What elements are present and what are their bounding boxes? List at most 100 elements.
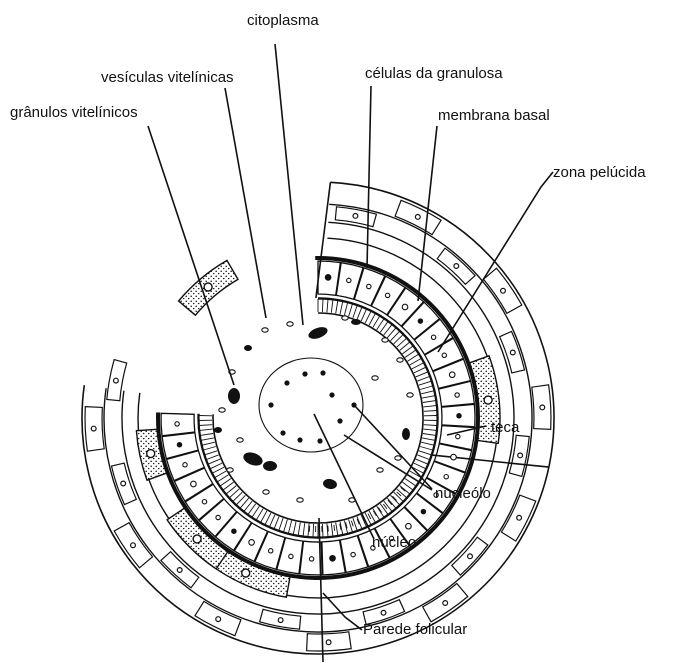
stippled-cell-nucleus	[242, 569, 250, 577]
theca-cell-nucleus	[415, 215, 420, 220]
label-teca: teca	[491, 419, 520, 436]
granulosa-nucleus	[456, 434, 460, 438]
granulosa-nucleus	[347, 278, 351, 282]
yolk-vesicle	[372, 376, 378, 380]
theca-cell-nucleus	[517, 515, 522, 520]
zona-hatch	[423, 429, 436, 430]
theca-cell-nucleus	[114, 378, 119, 383]
zona-hatch	[373, 316, 380, 327]
yolk-granule	[402, 428, 410, 440]
yolk-vesicle	[219, 408, 225, 412]
label-granulos-vitelinicos: grânulos vitelínicos	[10, 104, 138, 121]
yolk-vesicle	[382, 338, 388, 342]
zona-hatch	[357, 517, 362, 529]
yolk-granule	[242, 450, 265, 468]
nucleolus	[284, 380, 289, 385]
yolk-vesicle	[407, 393, 413, 397]
nucleolus	[329, 392, 334, 397]
theca-cell-nucleus	[443, 601, 448, 606]
zona-hatch	[313, 524, 314, 537]
yolk-vesicle	[263, 490, 269, 494]
microvilli-tick	[368, 514, 371, 519]
yolk-granule	[351, 319, 361, 325]
yolk-vesicle	[227, 468, 233, 472]
zona-hatch	[270, 515, 275, 527]
wall-cut-edge-side	[432, 455, 549, 467]
nucleolus	[337, 418, 342, 423]
zona-hatch	[218, 475, 229, 482]
theca-cell-nucleus	[326, 640, 331, 645]
zona-hatch	[420, 447, 433, 451]
zona-hatch	[213, 467, 225, 473]
zona-hatch	[274, 517, 279, 529]
nucleolus	[302, 371, 307, 376]
yolk-vesicle	[287, 322, 293, 326]
label-nucleolo: nucleólo	[435, 485, 491, 502]
zona-hatch	[373, 509, 380, 520]
granulosa-nucleus	[418, 319, 422, 323]
granulosa-nucleus	[216, 515, 220, 519]
granulosa-nucleus	[385, 293, 389, 297]
yolk-vesicle	[395, 456, 401, 460]
zona-hatch	[412, 363, 424, 369]
zona-hatch	[327, 299, 328, 312]
zona-hatch	[261, 511, 267, 522]
granulosa-nucleus	[367, 284, 371, 288]
zona-hatch	[419, 381, 431, 385]
yolk-vesicle	[397, 358, 403, 362]
nucleolus	[297, 437, 302, 442]
label-nucleo: núcleo	[372, 534, 416, 551]
zona-hatch	[424, 411, 437, 412]
theca-cell-nucleus	[353, 214, 358, 219]
theca-cell-nucleus	[540, 405, 545, 410]
nucleolus	[268, 402, 273, 407]
leader-parede	[323, 593, 362, 630]
granulosa-nucleus	[402, 304, 408, 310]
theca-cell-nucleus	[216, 617, 221, 622]
stippled-cell-nucleus	[484, 396, 492, 404]
stippled-cell-nucleus	[204, 283, 212, 291]
zona-hatch	[202, 442, 215, 445]
wall-cut-line	[319, 518, 323, 662]
zona-hatch	[215, 471, 226, 478]
zona-hatch	[410, 359, 421, 366]
microvilli-tick	[351, 521, 353, 527]
zona-hatch	[322, 299, 323, 312]
oocyte	[214, 316, 413, 502]
yolk-vesicle	[377, 468, 383, 472]
zona-hatch	[353, 306, 357, 318]
theca-cell-nucleus	[518, 453, 523, 458]
zona-hatch	[201, 438, 214, 440]
zona-hatch	[422, 396, 435, 398]
nucleolus	[320, 370, 325, 375]
zona-hatch	[423, 406, 436, 407]
zona-hatch	[208, 459, 220, 464]
zona-hatch	[357, 307, 362, 319]
granulosa-nucleus	[183, 463, 187, 467]
stippled-cell-nucleus	[147, 450, 155, 458]
zona-hatch	[279, 518, 283, 530]
theca-cell-nucleus	[121, 481, 126, 486]
zona-hatch	[331, 523, 333, 536]
zona-hatch	[408, 354, 419, 361]
granulosa-nucleus	[269, 549, 273, 553]
granulosa-nucleus	[249, 540, 255, 546]
zona-hatch	[340, 302, 343, 315]
granulosa-nucleus	[232, 529, 236, 533]
zona-hatch	[200, 434, 213, 436]
zona-hatch	[256, 509, 263, 520]
granulosa-nucleus	[177, 443, 181, 447]
label-vesiculas-vitelinicas: vesículas vitelínicas	[101, 69, 234, 86]
granulosa-nucleus	[421, 509, 425, 513]
zona-hatch	[361, 309, 366, 321]
yolk-granule	[322, 478, 338, 490]
zona-hatch	[365, 311, 371, 323]
granulosa-nucleus	[455, 393, 459, 397]
zona-hatch	[265, 513, 271, 525]
zona-hatch	[207, 455, 219, 460]
granulosa-nucleus	[309, 557, 313, 561]
label-membrana-basal: membrana basal	[438, 107, 550, 124]
zona-hatch	[293, 522, 296, 535]
zona-hatch	[344, 303, 347, 316]
